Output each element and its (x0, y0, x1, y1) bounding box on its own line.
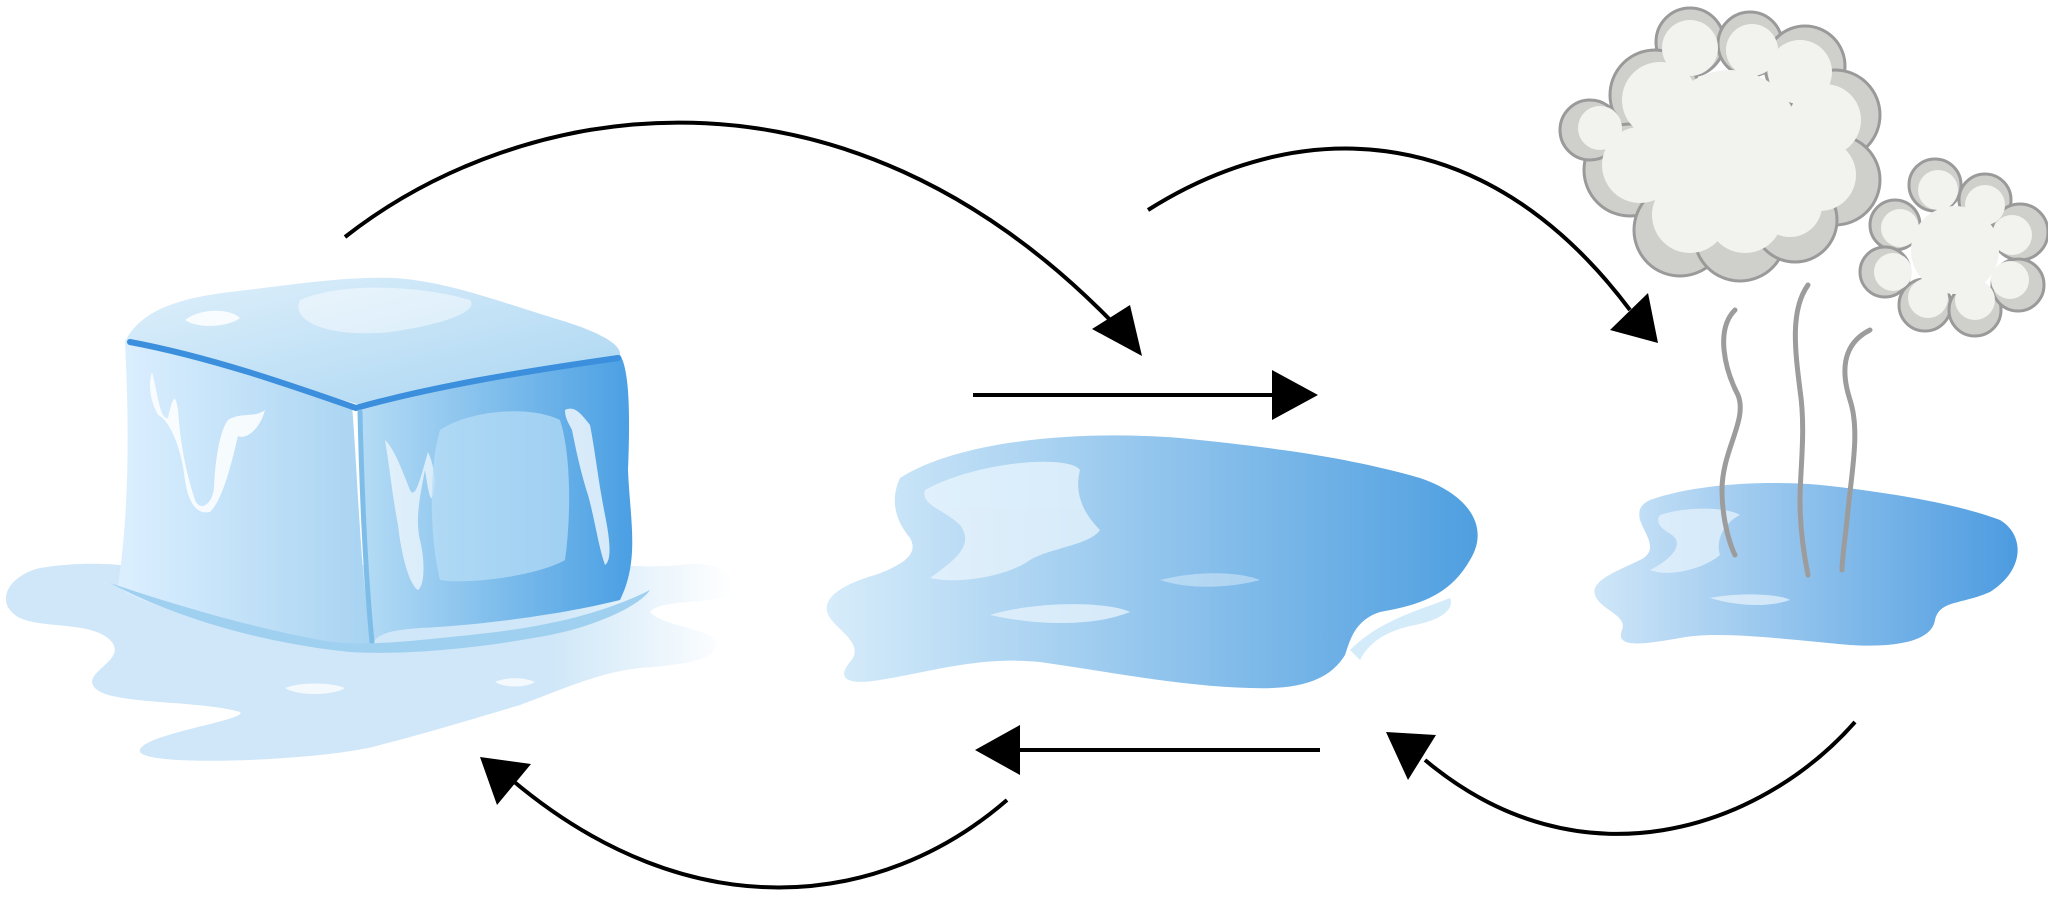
ice-left-face (118, 342, 372, 648)
water-puddle-rim (1350, 598, 1451, 660)
steam-cloud-icon (1558, 6, 2048, 646)
ice-bottom-rim (110, 583, 650, 653)
ice-highlights (150, 287, 610, 695)
ice-top-face (125, 277, 621, 405)
arrow-ice-to-liquid-straight (973, 370, 1318, 420)
small-cloud (1858, 157, 2048, 338)
big-cloud (1558, 6, 1882, 283)
ice-cube-icon (5, 277, 733, 761)
vapor-puddle-highlights (1650, 508, 1790, 606)
water-puddle-highlights (924, 461, 1260, 624)
water-puddle-body (826, 435, 1478, 689)
arrow-ice-to-liquid-curved (343, 120, 1142, 356)
arrow-liquid-to-vapor-curved (1146, 146, 1658, 343)
ice-edge-lines (127, 339, 621, 412)
ice-inner-panel (431, 411, 570, 582)
arrow-liquid-to-ice-straight (975, 725, 1320, 775)
steam-wisps (1719, 282, 1873, 578)
arrows (343, 120, 1857, 890)
arrow-vapor-to-liquid-curved (1386, 720, 1857, 836)
arrow-liquid-to-ice-curved (480, 757, 1009, 890)
water-puddle-icon (826, 435, 1478, 689)
